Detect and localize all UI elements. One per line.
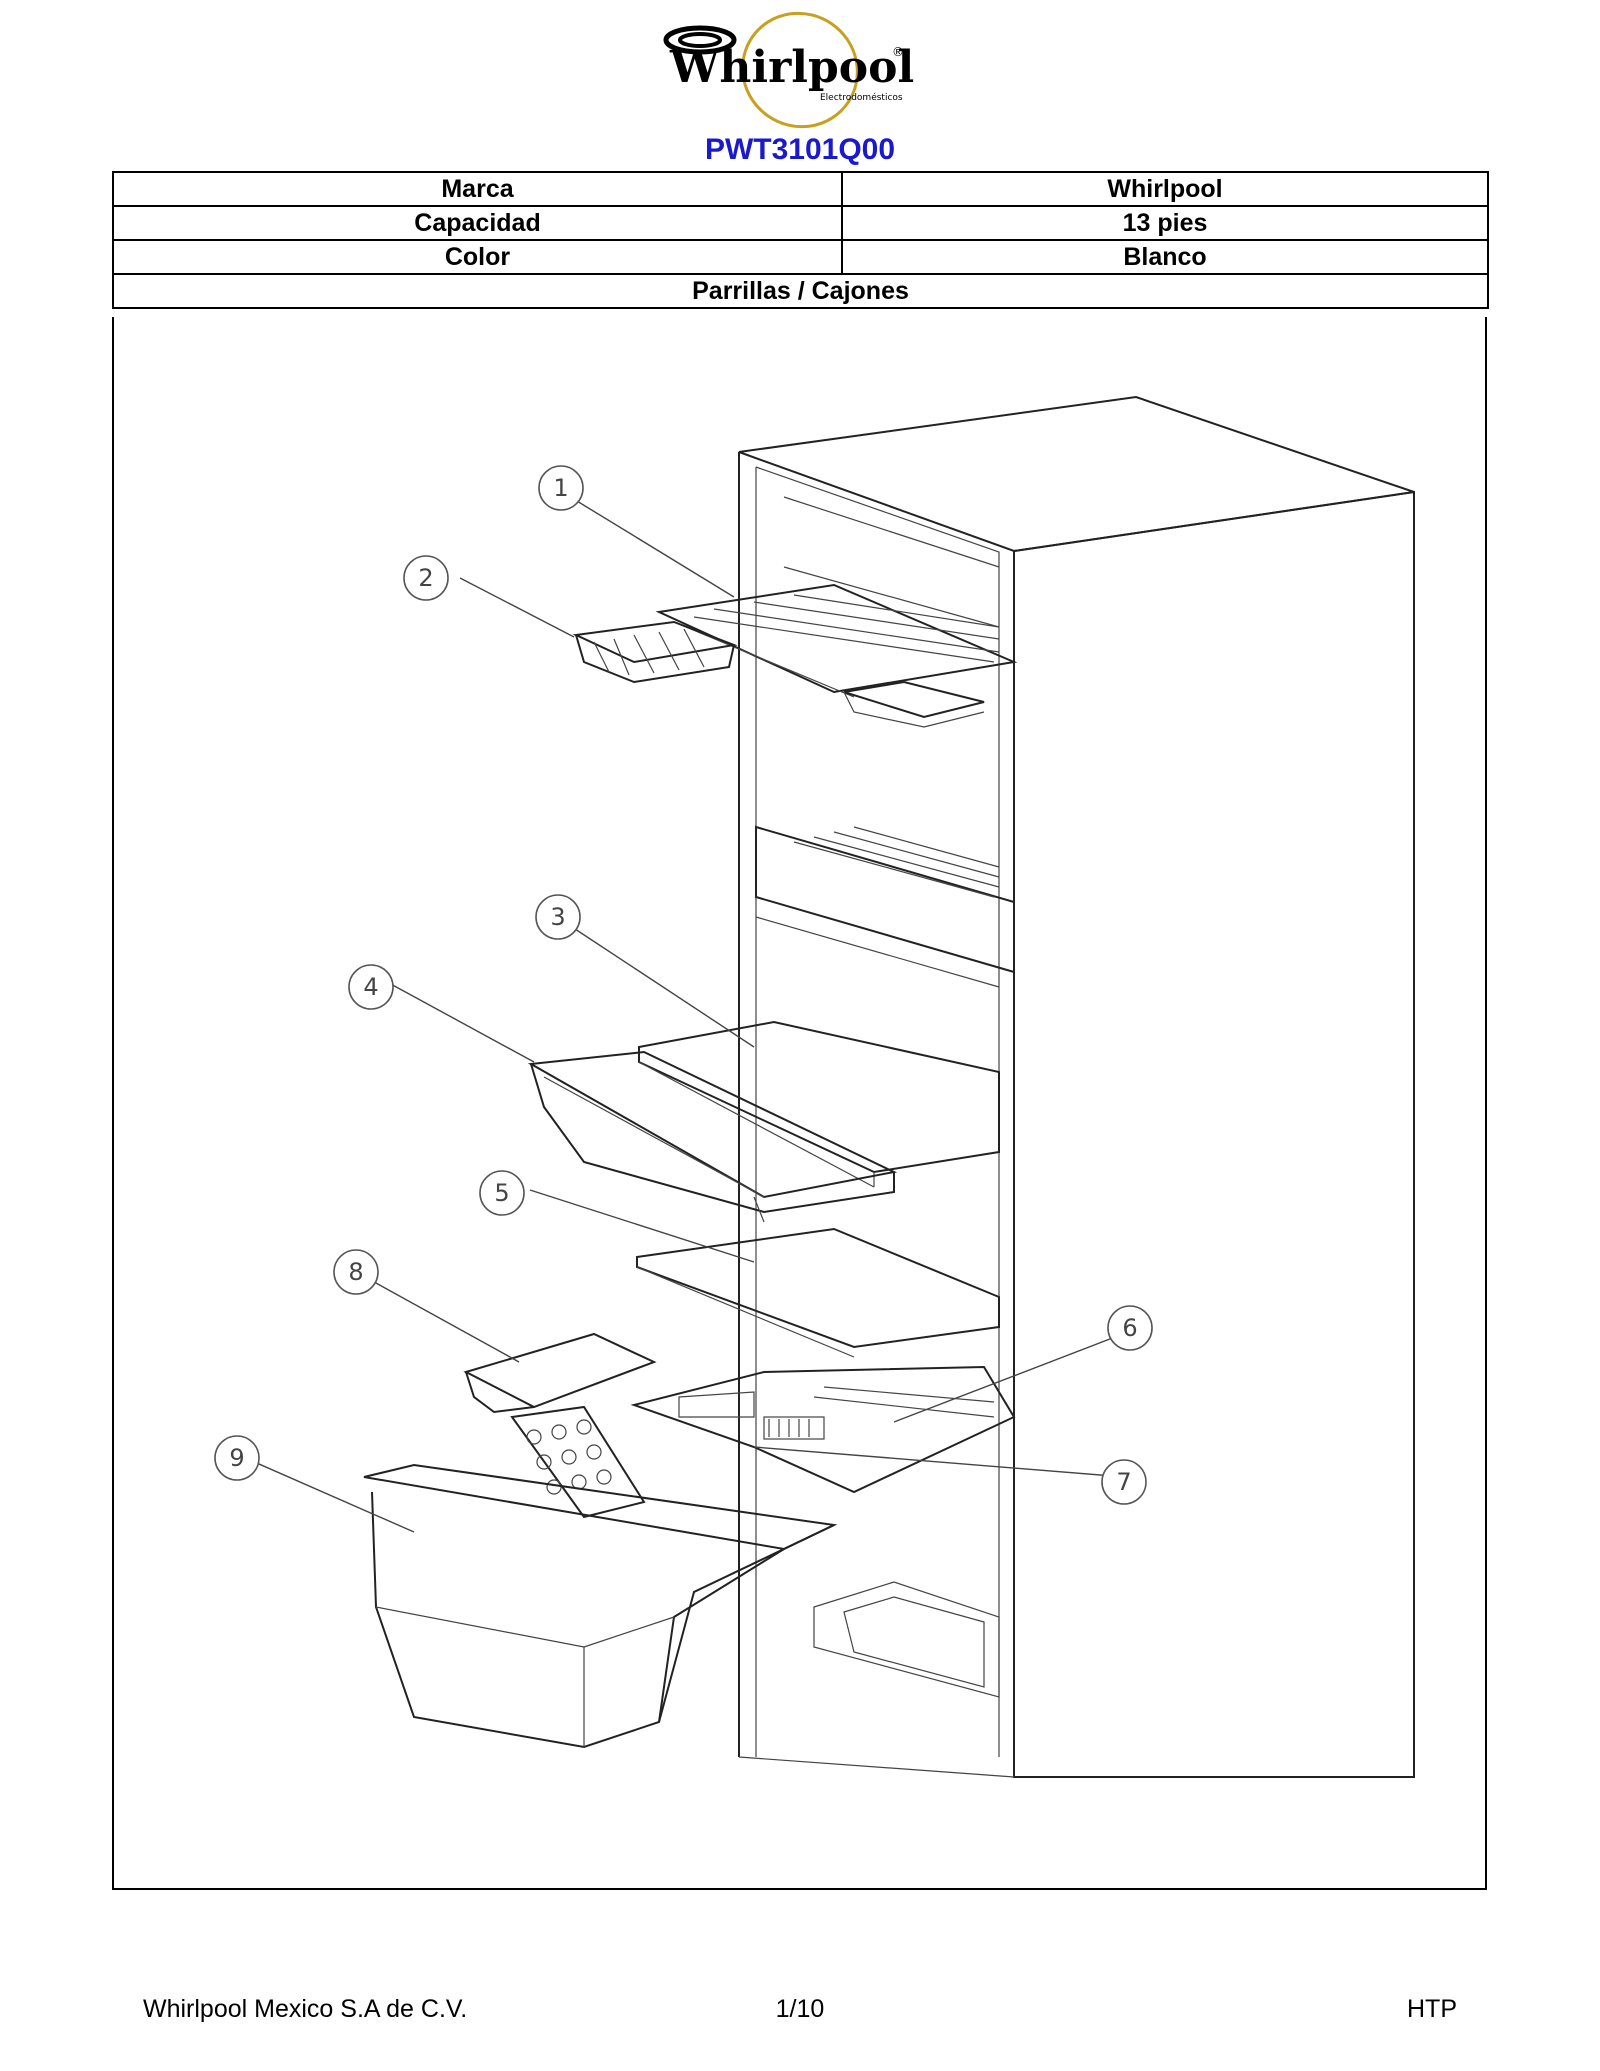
footer-code: HTP xyxy=(1407,1995,1457,2023)
spec-value: Whirlpool xyxy=(841,171,1489,207)
svg-text:Electrodomésticos: Electrodomésticos xyxy=(820,92,903,103)
callout-2: 2 xyxy=(403,555,449,601)
spec-label: Capacidad xyxy=(112,205,843,241)
callout-7: 7 xyxy=(1101,1459,1147,1505)
svg-text:3: 3 xyxy=(550,903,565,931)
part-glass-shelf-upper xyxy=(638,1020,1000,1188)
spec-table: Marca Whirlpool Capacidad 13 pies Color … xyxy=(112,171,1489,309)
section-title: Parrillas / Cajones xyxy=(112,273,1489,309)
footer-page-number: 1/10 xyxy=(775,1995,825,2023)
callout-9: 9 xyxy=(214,1435,260,1481)
svg-text:1: 1 xyxy=(553,474,568,502)
svg-text:7: 7 xyxy=(1116,1468,1131,1496)
refrigerator-exploded-diagram: 1 2 3 4 5 6 7 8 9 xyxy=(214,395,1415,1778)
svg-text:5: 5 xyxy=(494,1179,509,1207)
spec-value: 13 pies xyxy=(841,205,1489,241)
part-crisper-drawer-upper xyxy=(527,1050,898,1223)
callout-3: 3 xyxy=(535,894,581,940)
callout-6: 6 xyxy=(1107,1305,1153,1351)
part-ice-tray xyxy=(572,620,985,728)
callout-5: 5 xyxy=(479,1170,525,1216)
part-crisper-drawer-lower xyxy=(363,1463,838,1749)
svg-text:9: 9 xyxy=(229,1444,244,1472)
callout-4: 4 xyxy=(348,964,394,1010)
spec-row: Capacidad 13 pies xyxy=(112,205,1489,241)
svg-text:8: 8 xyxy=(348,1258,363,1286)
svg-text:Whirlpool: Whirlpool xyxy=(669,42,914,93)
footer-company: Whirlpool Mexico S.A de C.V. xyxy=(143,1995,468,2023)
part-egg-holder xyxy=(463,1332,657,1519)
callout-8: 8 xyxy=(333,1249,379,1295)
svg-text:6: 6 xyxy=(1122,1314,1137,1342)
whirlpool-logo: Whirlpool ® Electrodomésticos xyxy=(663,11,914,129)
spec-row: Marca Whirlpool xyxy=(112,171,1489,207)
spec-label: Marca xyxy=(112,171,843,207)
part-freezer-shelf xyxy=(655,583,1018,698)
svg-text:®: ® xyxy=(892,45,904,59)
spec-value: Blanco xyxy=(841,239,1489,275)
part-crisper-cover xyxy=(630,1365,1016,1494)
refrigerator-cabinet xyxy=(738,395,1415,1778)
callout-1: 1 xyxy=(538,465,584,511)
svg-text:4: 4 xyxy=(363,973,378,1001)
model-number: PWT3101Q00 xyxy=(704,133,896,166)
spec-label: Color xyxy=(112,239,843,275)
spec-row: Color Blanco xyxy=(112,239,1489,275)
part-glass-shelf-lower xyxy=(636,1227,1000,1358)
leader-lines xyxy=(242,497,1142,1533)
svg-text:2: 2 xyxy=(418,564,433,592)
exploded-diagram-frame: 1 2 3 4 5 6 7 8 9 xyxy=(112,317,1487,1890)
section-title-row: Parrillas / Cajones xyxy=(112,273,1489,309)
